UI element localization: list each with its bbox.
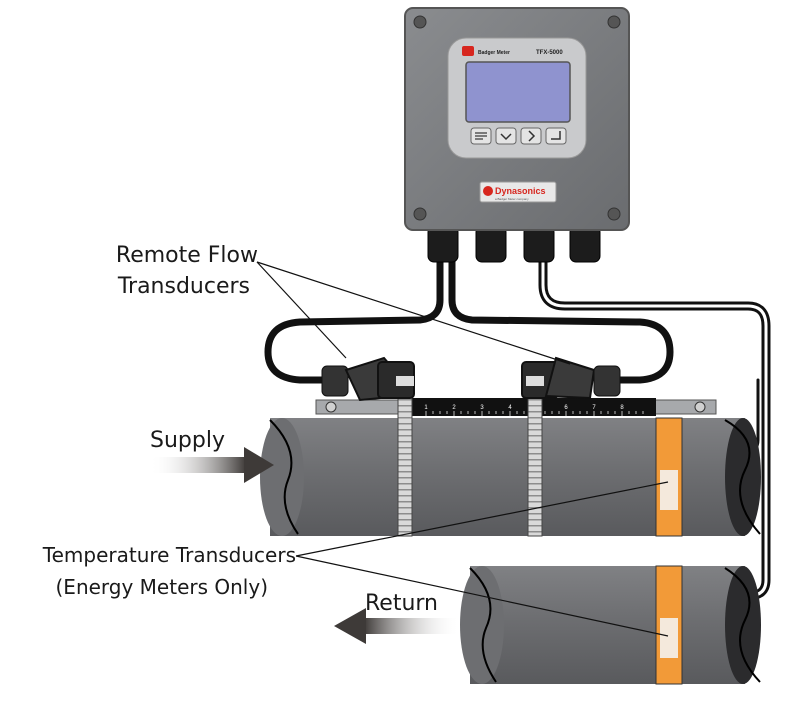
- dynasonics-logo: Dynasonics a Badger Meter company: [479, 181, 557, 203]
- dynasonics-logo-text: Dynasonics: [495, 186, 546, 196]
- chevron-right-icon: [528, 130, 536, 142]
- callout-remote-flow-right: [256, 261, 571, 365]
- label-supply: Supply: [150, 428, 225, 453]
- label-remote-flow-1: Remote Flow: [116, 243, 258, 268]
- ruler-tick-label: 1: [424, 405, 428, 411]
- label-remote-flow-2: Transducers: [117, 274, 250, 299]
- right-button[interactable]: [520, 127, 542, 145]
- badger-meter-logo: Badger Meter TFX-5000: [462, 46, 563, 56]
- flow-cable-left: [264, 254, 444, 384]
- enter-button[interactable]: [545, 127, 567, 145]
- callout-temperature-supply: [295, 481, 669, 557]
- return-pipe: [460, 566, 761, 684]
- label-temperature-2: (Energy Meters Only): [56, 575, 269, 599]
- ruler-tick-label: 2: [452, 405, 456, 411]
- dynasonics-logo-sub: a Badger Meter company: [495, 197, 529, 201]
- callout-temperature-return: [295, 555, 669, 637]
- keypad: [470, 127, 567, 145]
- down-button[interactable]: [495, 127, 517, 145]
- callout-remote-flow-left: [256, 261, 347, 359]
- label-temperature-1: Temperature Transducers: [42, 543, 296, 567]
- tfx-5000-meter: Badger Meter TFX-5000: [404, 7, 630, 263]
- ruler-tick-label: 8: [620, 405, 624, 411]
- supply-arrow: [150, 447, 274, 483]
- menu-icon: [475, 132, 487, 140]
- rail-bolt-right: [694, 401, 706, 413]
- ruler-tick-label: 3: [480, 405, 484, 411]
- ruler-tick-label: 7: [592, 405, 596, 411]
- enter-icon: [551, 131, 561, 140]
- lcd-display: [465, 61, 571, 123]
- supply-pipe: [260, 418, 761, 536]
- hose-clamp-left: [397, 389, 413, 537]
- mounting-rail: [315, 398, 717, 416]
- flow-cable-right: [448, 254, 674, 384]
- temperature-transducer-supply: [655, 417, 683, 537]
- return-pipe-body: [470, 566, 745, 684]
- hose-clamp-right: [527, 389, 543, 537]
- supply-pipe-left-end: [260, 418, 304, 536]
- flow-transducer-right: [521, 356, 621, 400]
- callout-lines: [256, 261, 669, 637]
- temperature-cable-inner: [541, 258, 768, 598]
- ruler-tick-label: 4: [508, 405, 512, 411]
- chevron-down-icon: [500, 133, 512, 141]
- model-name: TFX-5000: [536, 50, 563, 56]
- flow-transducer-left: [321, 356, 415, 402]
- cable-glands: [427, 225, 601, 263]
- menu-button[interactable]: [470, 127, 492, 145]
- rail-bolt-left: [325, 401, 337, 413]
- ruler-tick-label: 6: [564, 405, 568, 411]
- return-arrow: [334, 608, 460, 644]
- temperature-transducer-return: [655, 565, 683, 685]
- label-return: Return: [365, 591, 438, 616]
- brand-name: Badger Meter: [478, 50, 510, 56]
